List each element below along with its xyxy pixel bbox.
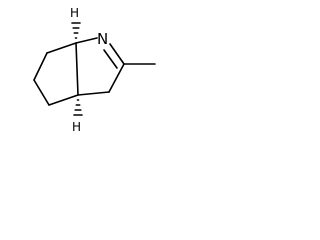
bond-c3a-c6a	[75, 42, 79, 96]
bond-c5-c4	[33, 79, 50, 106]
bond-c6a-n1	[75, 37, 98, 44]
bond-c6-c5	[33, 52, 48, 81]
bond-c3-c3a	[77, 91, 110, 96]
bottom-stereo-h-label: H	[72, 120, 81, 134]
bond-c2-c3	[108, 63, 125, 93]
bond-n1-c2-double-inner	[103, 49, 118, 69]
bond-c6a-c6	[46, 42, 77, 54]
top-stereo-h-label: H	[70, 6, 79, 20]
bond-n1-c2-double-outer	[109, 43, 125, 65]
structure-canvas: N H H	[0, 0, 170, 138]
top-hashed-wedge	[71, 22, 81, 39]
bicyclic-imine-structure: N H H	[33, 6, 156, 134]
bond-c4-c3a	[48, 94, 79, 106]
nitrogen-atom-label: N	[97, 30, 108, 48]
bottom-hashed-wedge	[73, 99, 83, 116]
